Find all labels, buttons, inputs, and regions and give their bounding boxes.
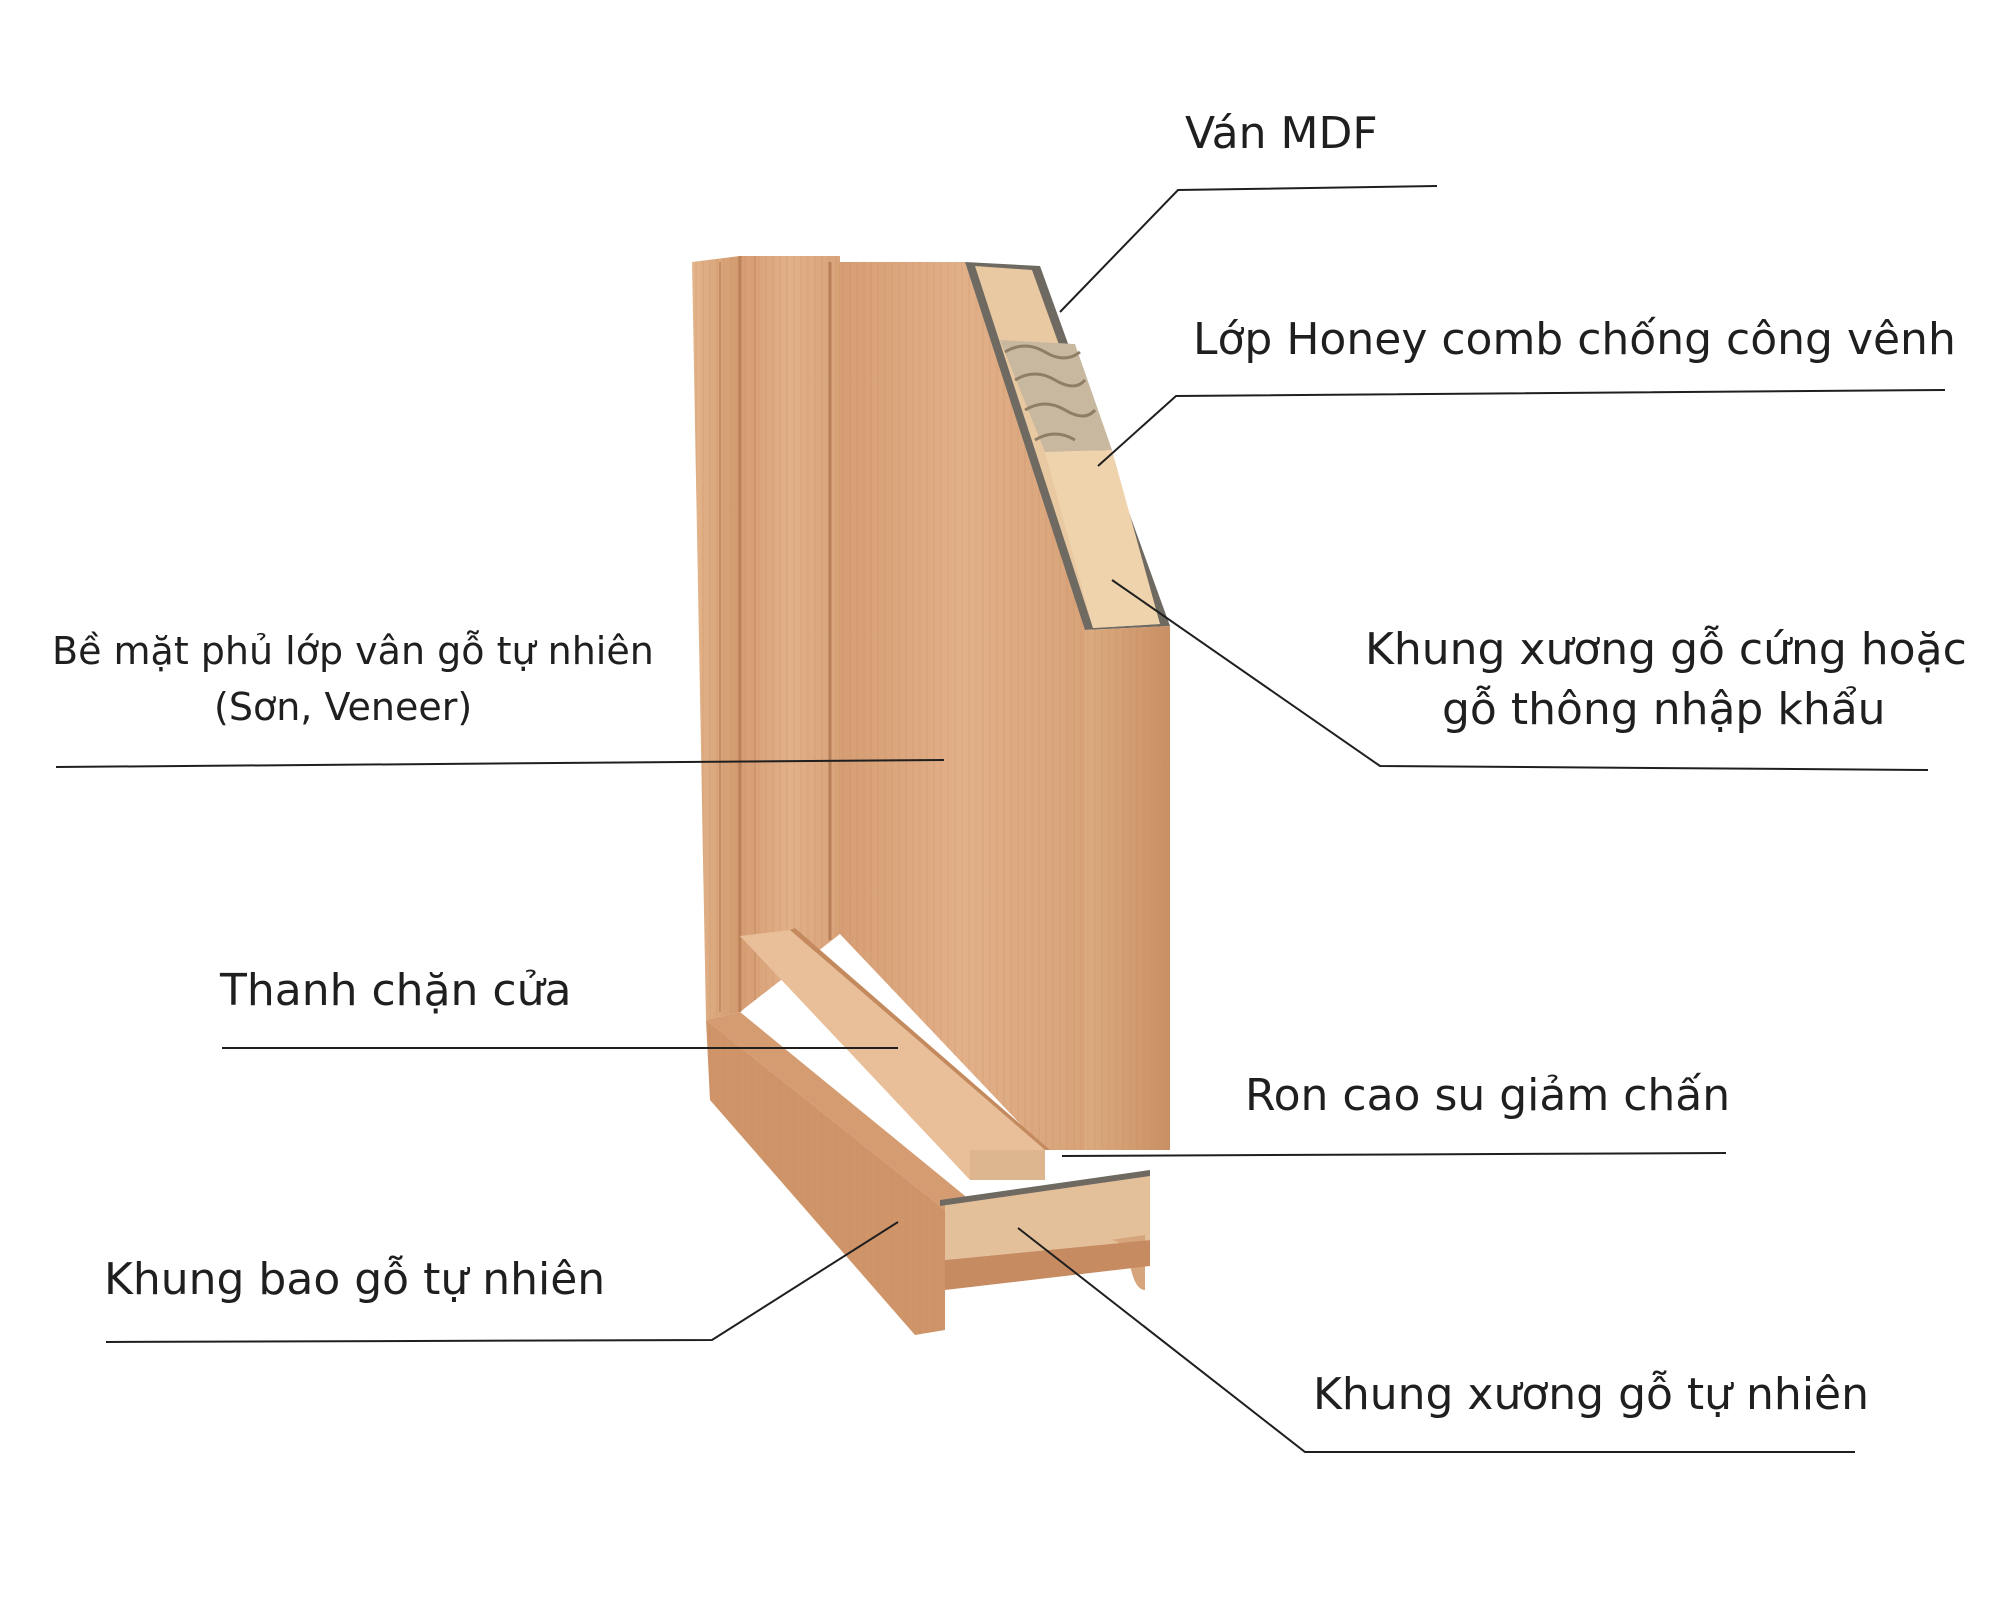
label-mdf: Ván MDF [1185,108,1378,159]
jamb-sill [706,1012,1150,1335]
leader-natural-core [1017,1227,1855,1453]
leader-mdf [1059,185,1438,313]
leader-lines [55,185,1946,1453]
label-natural-core: Khung xương gỗ tự nhiên [1313,1369,1869,1420]
label-door-stop: Thanh chặn cửa [220,965,572,1016]
door-leaf-section [965,262,1170,630]
jamb-stile [692,256,840,1020]
door-stop-strip [740,928,1050,1180]
leader-surface [55,759,945,768]
label-rubber-seal: Ron cao su giảm chấn [1245,1070,1731,1121]
label-core-frame-line1: Khung xương gỗ cứng hoặc [1365,624,1967,675]
door-leaf-face [838,262,1085,1150]
label-honeycomb: Lớp Honey comb chống công vênh [1193,314,1956,365]
door-leaf-edge [1085,626,1170,1150]
label-surface-line2: (Sơn, Veneer) [214,685,473,729]
leader-rubber [1061,1152,1727,1157]
label-jamb: Khung bao gỗ tự nhiên [104,1254,606,1305]
label-surface-line1: Bề mặt phủ lớp vân gỗ tự nhiên [52,629,654,673]
leader-core-frame [1111,579,1929,771]
leader-jamb [105,1221,899,1343]
leader-honeycomb [1097,389,1946,467]
label-core-frame-line2: gỗ thông nhập khẩu [1442,684,1886,735]
